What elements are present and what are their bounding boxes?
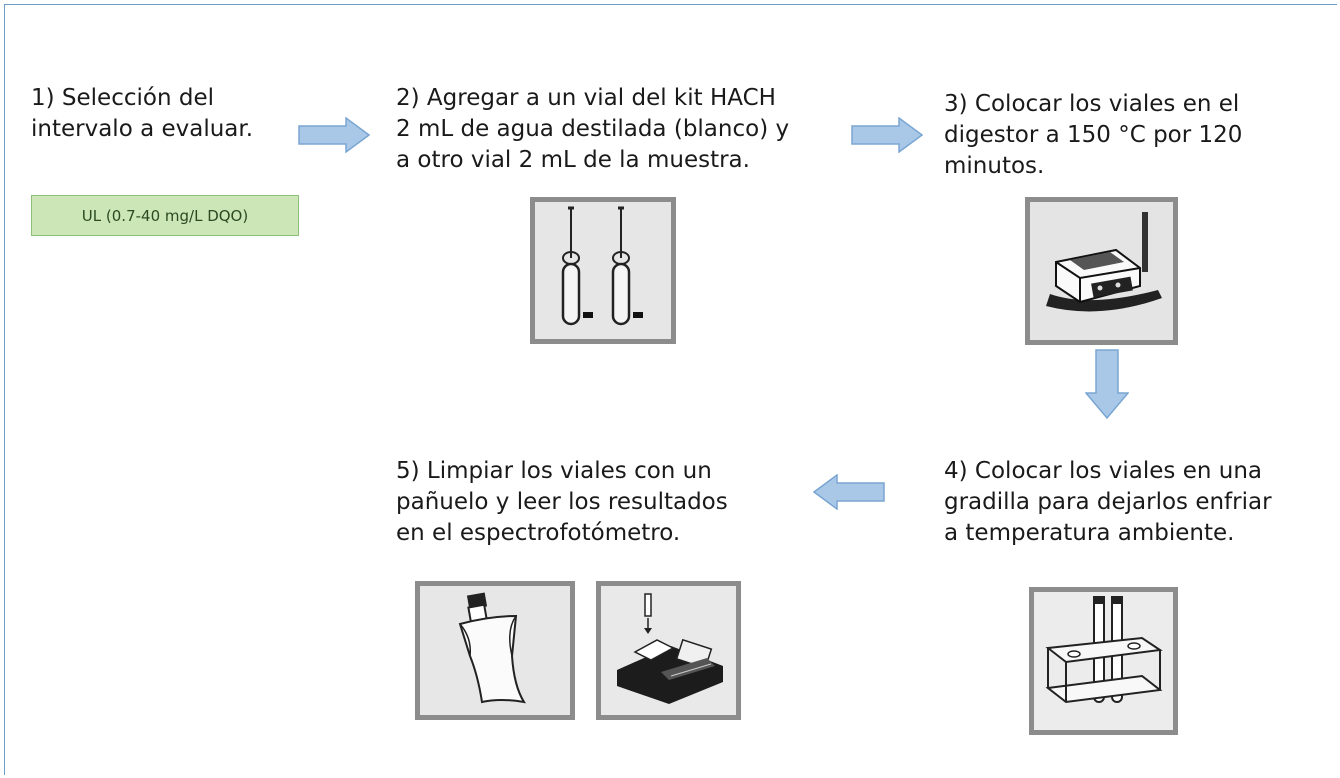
step-2-text: 2) Agregar a un vial del kit HACH 2 mL d…: [396, 85, 790, 173]
spectrophotometer-photo: [596, 581, 741, 720]
vials-icon: [561, 206, 643, 326]
digestor-icon: [1030, 202, 1173, 340]
frame-border: [4, 4, 1337, 775]
range-badge: UL (0.7-40 mg/L DQO): [31, 195, 299, 236]
tissue-icon: [420, 586, 570, 715]
tissue-photo: [415, 581, 575, 720]
rack-photo: [1029, 587, 1178, 735]
step-4-text: 4) Colocar los viales en una gradilla pa…: [944, 458, 1272, 546]
vials-photo: [530, 197, 676, 344]
vial-rack-icon: [1034, 592, 1173, 730]
arrow-right-1-icon: [298, 117, 370, 153]
digestor-photo: [1025, 197, 1178, 345]
step-3-text: 3) Colocar los viales en el digestor a 1…: [944, 91, 1243, 179]
arrow-left-icon: [813, 474, 885, 510]
step-1-text: 1) Selección del intervalo a evaluar.: [31, 85, 254, 142]
arrow-down-icon: [1085, 349, 1129, 419]
step-5-text: 5) Limpiar los viales con un pañuelo y l…: [396, 458, 728, 546]
arrow-right-2-icon: [851, 117, 923, 153]
spectrophotometer-icon: [601, 586, 736, 715]
